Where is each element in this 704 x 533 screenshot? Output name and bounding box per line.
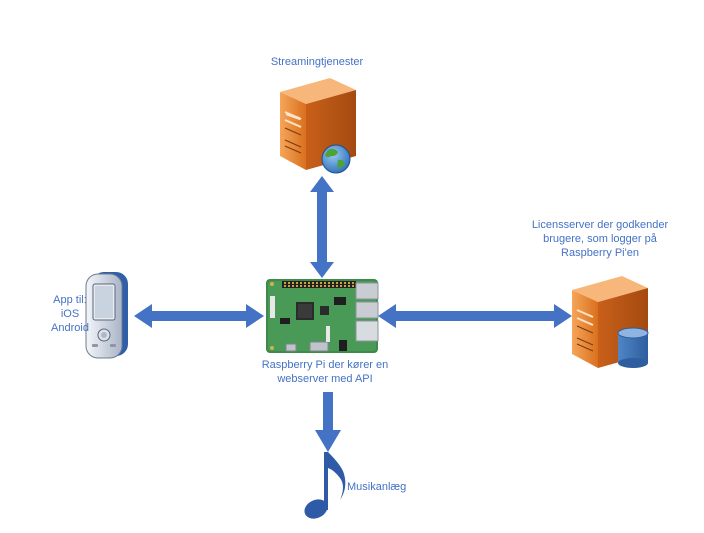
raspberry-pi-label: Raspberry Pi der kører en webserver med … <box>250 358 400 386</box>
music-label-text: Musikanlæg <box>347 481 407 493</box>
rpi-label-line-2: webserver med API <box>277 373 373 385</box>
phone-icon <box>85 272 128 359</box>
license-label-line-2: brugere, som logger på <box>543 233 657 245</box>
streaming-services-label: Streamingtjenester <box>262 55 372 69</box>
arrow-rpi-music <box>315 392 341 452</box>
license-server-label: Licensserver der godkender brugere, som … <box>530 218 670 260</box>
music-note-icon <box>304 452 346 519</box>
music-system-label: Musikanlæg <box>347 480 427 494</box>
app-label-line-3: Android <box>51 322 89 334</box>
server-globe-icon <box>280 78 356 174</box>
app-label-line-2: iOS <box>60 308 80 320</box>
arrow-streaming-rpi <box>310 176 334 278</box>
app-label: App til: iOS Android <box>40 293 100 335</box>
streaming-label-text: Streamingtjenester <box>270 56 364 68</box>
server-database-icon <box>572 276 649 368</box>
app-label-line-1: App til: <box>53 294 87 306</box>
rpi-label-line-1: Raspberry Pi der kører en <box>261 359 389 371</box>
license-label-line-3: Raspberry Pi'en <box>561 247 639 259</box>
arrow-rpi-license <box>378 304 572 328</box>
arrow-app-rpi <box>134 304 264 328</box>
arrows <box>134 176 572 452</box>
raspberry-pi-icon <box>266 279 379 353</box>
license-label-line-1: Licensserver der godkender <box>531 219 669 231</box>
